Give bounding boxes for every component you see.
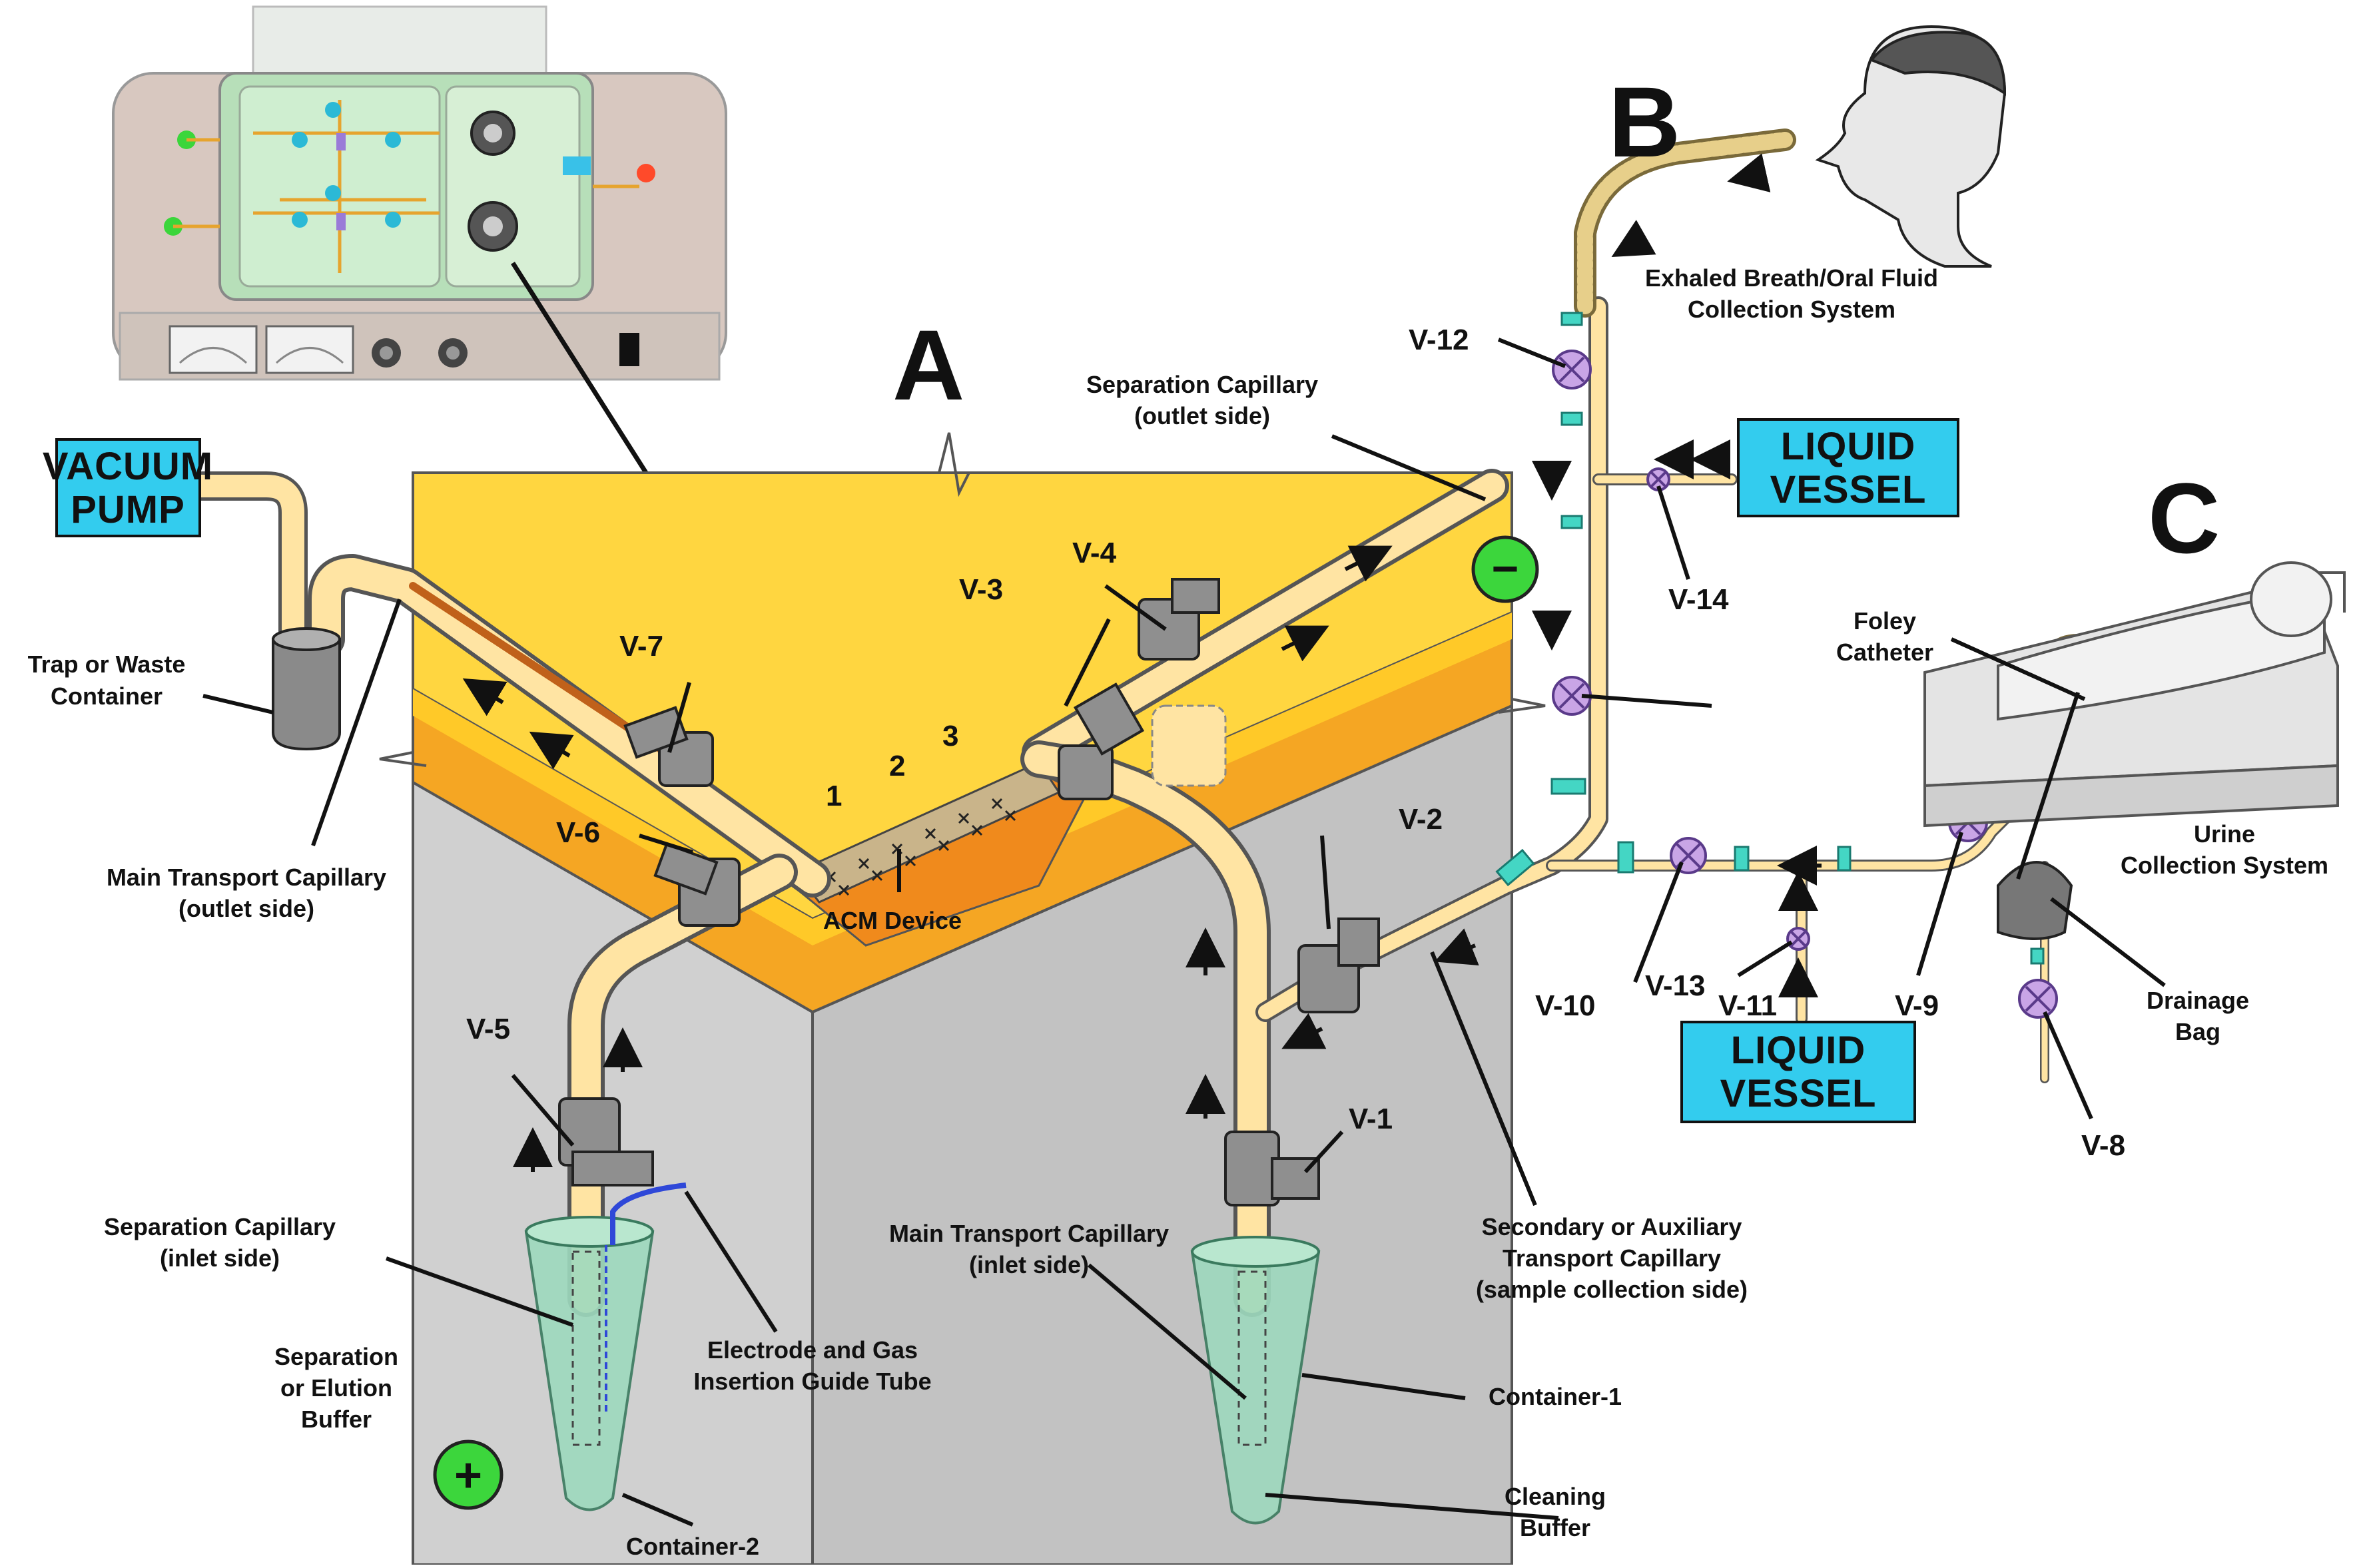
label-v10: V-10: [1535, 989, 1596, 1022]
label-secondary-2: Transport Capillary: [1503, 1244, 1721, 1272]
filter-cartridge: [1151, 704, 1227, 787]
label-v8: V-8: [2081, 1129, 2125, 1162]
label-v3: V-3: [959, 573, 1003, 606]
label-electrode-guide-2: Insertion Guide Tube: [693, 1368, 931, 1395]
label-drainage-1: Drainage: [2147, 987, 2249, 1014]
negative-electrode-icon: [1471, 535, 1539, 603]
label-foley-1: Foley: [1854, 607, 1916, 635]
label-secondary-1: Secondary or Auxiliary: [1482, 1213, 1742, 1240]
label-exhaled-1: Exhaled Breath/Oral Fluid: [1645, 264, 1938, 292]
flow-arrows: [462, 153, 1822, 1172]
label-cleaning-2: Buffer: [1520, 1514, 1590, 1541]
liquid-vessel-bottom-line1: LIQUID: [1731, 1029, 1866, 1072]
panel-letter-a: A: [892, 309, 964, 421]
label-elution-3: Buffer: [301, 1406, 372, 1433]
liquid-vessel-top-line1: LIQUID: [1781, 425, 1916, 468]
valve-v4-body: [1138, 578, 1220, 660]
panel-letter-b: B: [1608, 66, 1680, 178]
label-v1: V-1: [1349, 1103, 1393, 1135]
label-sep-inlet-2: (inlet side): [160, 1244, 280, 1272]
label-secondary-3: (sample collection side): [1476, 1276, 1748, 1303]
label-v5: V-5: [466, 1013, 510, 1045]
valve-v2-body: [1297, 917, 1380, 1013]
label-v12: V-12: [1409, 324, 1469, 356]
label-exhaled-2: Collection System: [1688, 296, 1895, 323]
vacuum-pump-line1: VACUUM: [43, 445, 213, 488]
container-2: [524, 1216, 655, 1511]
valve-v3-body: [1058, 682, 1145, 800]
electrode-guide-tube: [610, 1182, 687, 1245]
label-sep-inlet-1: Separation Capillary: [104, 1213, 336, 1240]
liquid-vessel-top-box: [1737, 418, 1959, 517]
label-v6: V-6: [556, 816, 600, 849]
label-v14: V-14: [1668, 583, 1729, 616]
acm-site-3: 3: [942, 720, 958, 752]
vacuum-pump-box: [55, 438, 201, 537]
label-trap-1: Trap or Waste: [28, 651, 186, 678]
device-pointer-line: [511, 262, 648, 474]
acm-site-1: 1: [826, 780, 842, 812]
positive-electrode-symbol: +: [454, 1449, 482, 1502]
label-acm-device: ACM Device: [823, 907, 962, 934]
liquid-vessel-bottom-line2: VESSEL: [1720, 1072, 1877, 1115]
vacuum-pump-line2: PUMP: [71, 488, 185, 531]
negative-electrode-symbol: −: [1492, 543, 1519, 595]
label-container-2: Container-2: [626, 1533, 759, 1560]
drainage-bag: [1997, 861, 2073, 940]
label-electrode-guide-1: Electrode and Gas: [707, 1336, 918, 1364]
trap-container: [272, 627, 341, 751]
label-main-inlet-2: (inlet side): [969, 1251, 1089, 1278]
label-urine-2: Collection System: [2121, 852, 2328, 879]
label-v9: V-9: [1895, 989, 1939, 1022]
liquid-vessel-bottom-box: [1680, 1021, 1916, 1123]
patient-bed-illustration: [1923, 561, 2346, 828]
label-v11: V-11: [1718, 989, 1777, 1022]
label-elution-2: or Elution: [280, 1374, 392, 1402]
label-main-inlet-1: Main Transport Capillary: [889, 1220, 1169, 1247]
label-elution-1: Separation: [274, 1343, 398, 1370]
positive-electrode-icon: [433, 1439, 504, 1510]
label-drainage-2: Bag: [2175, 1018, 2220, 1045]
label-main-outlet-1: Main Transport Capillary: [107, 864, 386, 891]
leader-lines: [202, 338, 2166, 1527]
person-head-illustration: [1815, 25, 2007, 268]
label-main-outlet-2: (outlet side): [178, 895, 314, 922]
label-sep-outlet-1: Separation Capillary: [1086, 371, 1318, 398]
label-v2: V-2: [1399, 803, 1443, 836]
label-cleaning-1: Cleaning: [1505, 1483, 1606, 1510]
label-v4: V-4: [1072, 537, 1117, 569]
valve-v1-body: [1224, 1131, 1320, 1206]
acm-site-2: 2: [889, 750, 905, 782]
portable-device-illustration: [112, 5, 727, 381]
label-sep-outlet-2: (outlet side): [1134, 402, 1270, 429]
label-urine-1: Urine: [2194, 820, 2255, 848]
label-container-1: Container-1: [1489, 1383, 1622, 1410]
label-v13: V-13: [1645, 969, 1706, 1002]
liquid-vessel-top-line2: VESSEL: [1770, 468, 1927, 511]
label-trap-2: Container: [51, 682, 163, 710]
label-v7: V-7: [619, 630, 663, 662]
panel-a-valve-bodies: [558, 578, 1380, 1206]
panel-letter-c: C: [2148, 462, 2220, 574]
label-foley-2: Catheter: [1836, 639, 1933, 666]
container-1: [1190, 1236, 1321, 1525]
